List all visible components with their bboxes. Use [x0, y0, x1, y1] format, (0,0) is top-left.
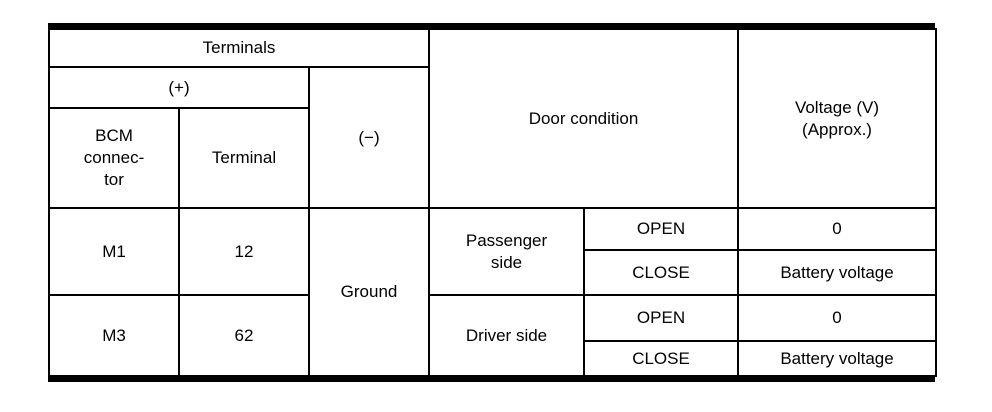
- header-voltage: Voltage (V) (Approx.): [737, 28, 938, 209]
- cell-state-open: OPEN: [583, 207, 740, 251]
- cell-connector-m3: M3: [48, 294, 180, 377]
- header-row-polarity: (+) (−): [48, 66, 936, 209]
- cell-voltage-close: Battery voltage: [737, 249, 938, 296]
- terminal-voltage-table: Terminals Door condition Voltage (V) (Ap…: [47, 23, 938, 382]
- header-terminal: Terminal: [178, 107, 310, 209]
- cell-side-passenger: Passenger side: [428, 207, 586, 296]
- table-row: M3 62 Driver side OPEN 0: [48, 294, 938, 377]
- cell-state-open: OPEN: [583, 294, 740, 342]
- table-row: CLOSE Battery voltage: [49, 340, 938, 377]
- cell-side-driver: Driver side: [428, 294, 586, 377]
- header-row-columns: BCM connec- tor Terminal: [48, 107, 936, 209]
- header-terminals: Terminals: [47, 28, 431, 68]
- header-row-terminals: Terminals Door condition Voltage (V) (Ap…: [47, 28, 938, 209]
- cell-connector-m1: M1: [48, 207, 180, 296]
- cell-voltage-open: 0: [737, 207, 938, 251]
- cell-voltage-open: 0: [737, 294, 938, 342]
- table-row: M1 12 Ground Passenger side OPEN 0: [48, 207, 938, 377]
- cell-voltage-close: Battery voltage: [737, 340, 938, 377]
- spec-table: Terminals Door condition Voltage (V) (Ap…: [47, 28, 938, 377]
- header-plus: (+): [48, 66, 310, 109]
- cell-ground: Ground: [307, 207, 431, 377]
- header-bcm-connector: BCM connec- tor: [48, 107, 180, 209]
- cell-terminal-62: 62: [178, 294, 310, 377]
- table-row: CLOSE Battery voltage: [49, 249, 938, 296]
- header-door-condition: Door condition: [428, 28, 740, 209]
- cell-state-close: CLOSE: [583, 340, 740, 377]
- header-minus: (−): [307, 66, 431, 209]
- cell-state-close: CLOSE: [583, 249, 740, 296]
- cell-terminal-12: 12: [178, 207, 310, 296]
